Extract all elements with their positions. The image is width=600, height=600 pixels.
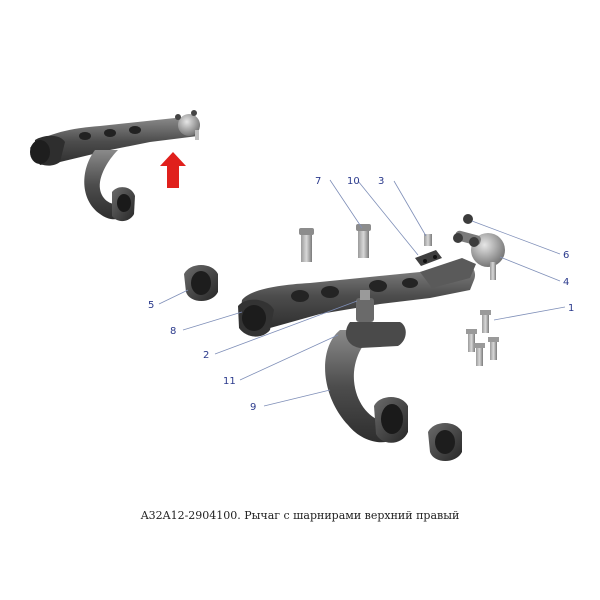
small-bolt-and-plate	[415, 234, 442, 266]
callout-11: 11	[223, 376, 236, 387]
bushing-loose	[428, 423, 462, 461]
nut-set	[453, 214, 479, 247]
callout-7: 7	[315, 176, 321, 187]
clamp-bracket	[356, 290, 374, 322]
callout-6: 6	[563, 250, 569, 261]
callout-4: 4	[563, 277, 569, 288]
assembled-arm-thumbnail	[30, 110, 200, 222]
upper-arm-body	[238, 258, 476, 337]
leader-lines	[158, 179, 566, 407]
callout-2: 2	[203, 350, 209, 361]
short-bolts	[466, 310, 499, 366]
callout-1: 1	[568, 303, 574, 314]
long-bolts	[299, 224, 371, 262]
lower-arm-bushing	[374, 397, 408, 443]
callout-8: 8	[170, 326, 176, 337]
diagram-caption: A32A12-2904100. Рычаг с шарнирами верхни…	[140, 509, 460, 522]
callout-5: 5	[148, 300, 154, 311]
lower-arm-body	[325, 322, 406, 443]
callout-labels: 1 2 3 4 5 6 7 8 9 10 11	[148, 176, 574, 413]
up-arrow-icon	[160, 152, 186, 188]
callout-10: 10	[347, 176, 360, 187]
bushing-5	[184, 265, 218, 301]
callout-3: 3	[378, 176, 384, 187]
callout-9: 9	[250, 402, 256, 413]
